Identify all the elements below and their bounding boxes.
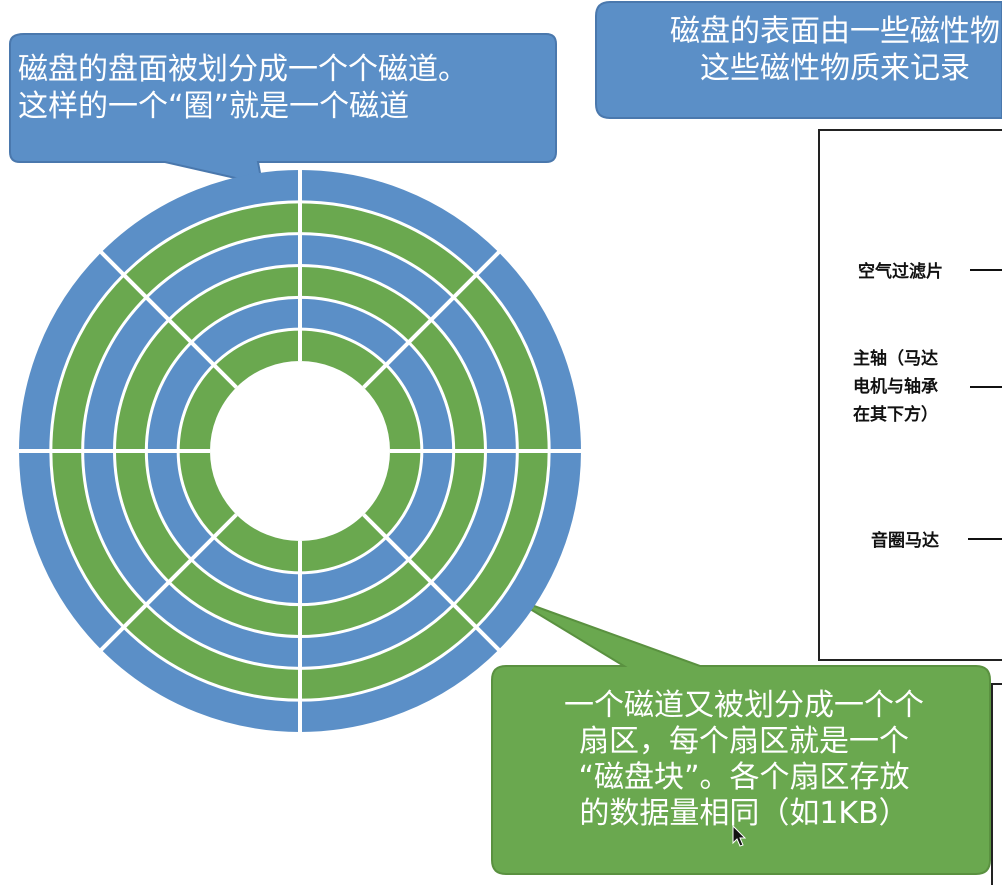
disk-platter [18, 169, 582, 733]
voice-coil-label: 音圈马达 [871, 531, 939, 551]
sector-boundary [362, 250, 501, 389]
track-callout-text: 磁盘的盘面被划分成一个个磁道。 这样的一个“圈”就是一个磁道 [18, 52, 468, 124]
spindle-label: 主轴（马达 电机与轴承 在其下方） [853, 349, 938, 426]
surface-callout-bubble [595, 1, 1002, 119]
sector-boundary [362, 513, 501, 652]
air-filter-label: 空气过滤片 [858, 262, 943, 282]
sector-boundary [99, 250, 238, 389]
sector-callout-text: 一个磁道又被划分成一个个 扇区，每个扇区就是一个 “磁盘块”。各个扇区存放 的数… [564, 688, 924, 831]
sector-boundary [99, 513, 238, 652]
mouse-pointer-icon [732, 824, 747, 847]
surface-callout-text: 磁盘的表面由一些磁性物 这些磁性物质来记录 [670, 14, 1000, 86]
sector-callout-bubble [491, 597, 991, 875]
hdd-image-frame [818, 129, 1002, 661]
